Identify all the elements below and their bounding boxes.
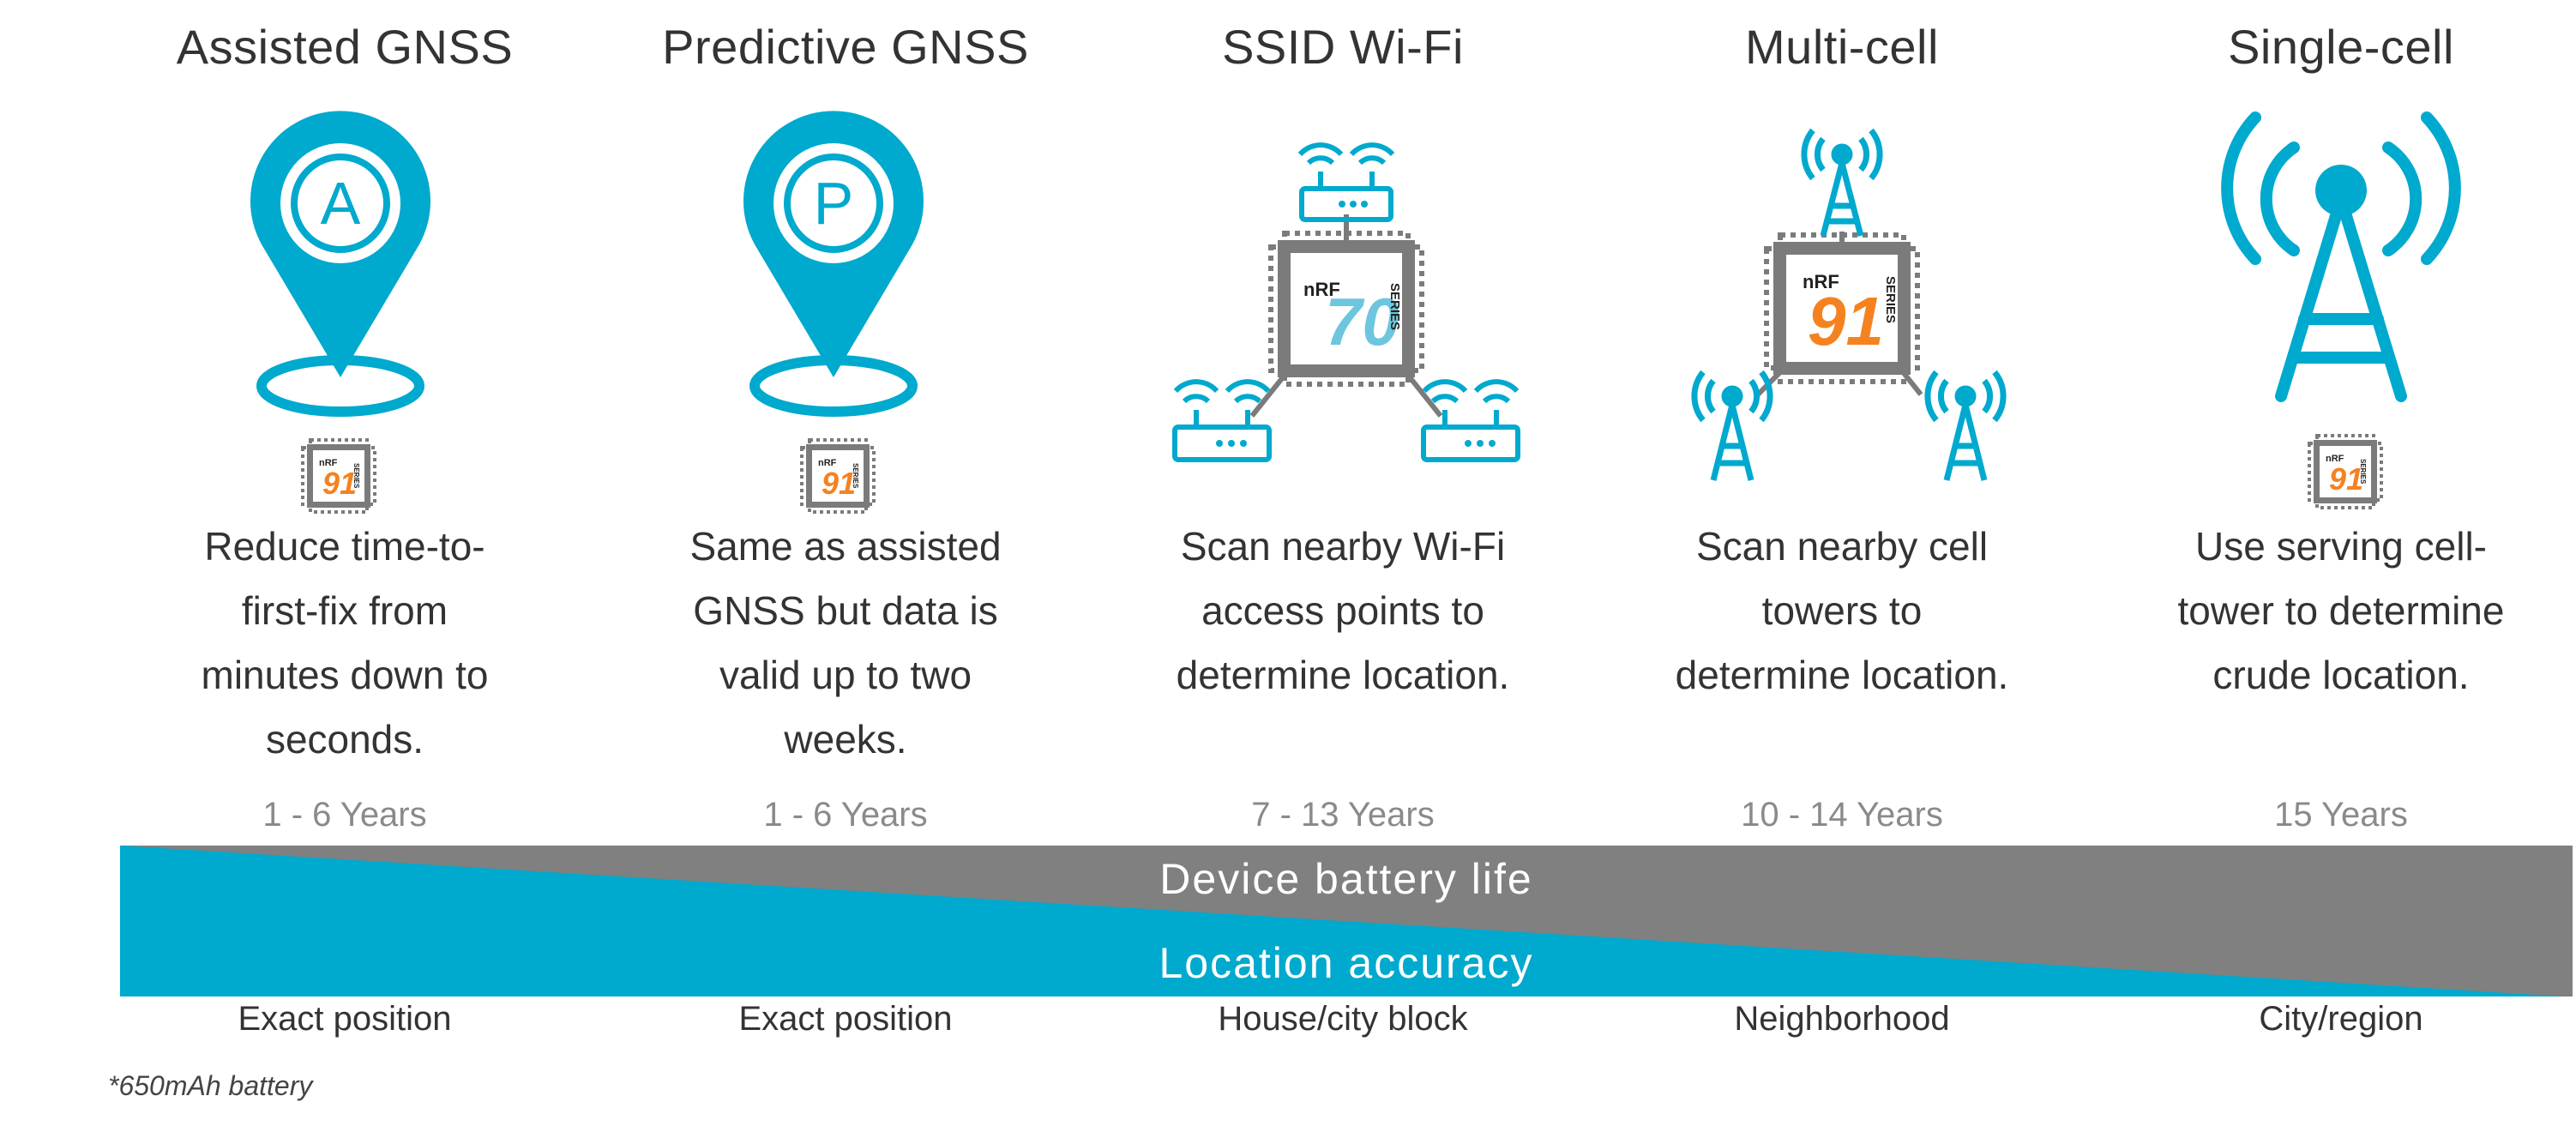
svg-text:91: 91 [822, 466, 856, 501]
battery-years-single-cell: 15 Years [2274, 796, 2408, 834]
nrf91-chip-icon: nRF 91 SERIES [1764, 232, 1920, 384]
battery-years-assisted-gnss: 1 - 6 Years [262, 796, 427, 834]
accuracy-multi-cell: Neighborhood [1734, 1000, 1950, 1038]
svg-text:SERIES: SERIES [1883, 276, 1898, 323]
svg-text:SERIES: SERIES [352, 463, 360, 489]
column-title-single-cell: Single-cell [2228, 20, 2454, 74]
pin-letter-a: A [321, 170, 361, 237]
nrf91-chip-icon: nRF 91 SERIES [800, 438, 876, 514]
svg-text:70: 70 [1325, 284, 1399, 359]
nrf91-chip-icon: nRF 91 SERIES [301, 438, 376, 514]
battery-years-ssid-wifi: 7 - 13 Years [1251, 796, 1435, 834]
svg-text:nRF: nRF [319, 458, 338, 468]
svg-text:nRF: nRF [818, 458, 837, 468]
wifi-routers-around-chip-icon: nRF 70 SERIES [1172, 142, 1520, 462]
accuracy-assisted-gnss: Exact position [238, 1000, 452, 1038]
battery-years-predictive-gnss: 1 - 6 Years [763, 796, 928, 834]
map-pin-p-icon: P [743, 111, 924, 417]
cell-towers-around-chip-icon: nRF 91 SERIES [1691, 128, 2007, 481]
accuracy-predictive-gnss: Exact position [738, 1000, 953, 1038]
column-title-multi-cell: Multi-cell [1745, 20, 1939, 74]
svg-text:91: 91 [1808, 283, 1884, 359]
cell-tower-icon [2221, 111, 2461, 402]
column-title-predictive-gnss: Predictive GNSS [662, 20, 1029, 74]
nrf91-chip-icon: nRF 91 SERIES [2308, 434, 2383, 509]
map-pin-a-icon: A [250, 111, 430, 417]
wifi-router-icon-left [1172, 379, 1272, 462]
wifi-router-icon-top [1297, 142, 1395, 222]
svg-text:91: 91 [2329, 461, 2363, 497]
location-accuracy-label: Location accuracy [1159, 939, 1534, 987]
svg-text:nRF: nRF [2326, 454, 2344, 464]
accuracy-single-cell: City/region [2259, 1000, 2423, 1038]
footnote: *650mAh battery [108, 1070, 313, 1101]
pin-letter-p: P [814, 170, 854, 237]
column-title-assisted-gnss: Assisted GNSS [176, 20, 514, 74]
column-title-ssid-wifi: SSID Wi-Fi [1222, 20, 1464, 74]
cell-tower-icon-top [1801, 128, 1883, 237]
svg-text:SERIES: SERIES [1387, 283, 1402, 330]
location-accuracy-wedge [120, 846, 2564, 997]
svg-text:SERIES: SERIES [2359, 459, 2367, 485]
battery-years-multi-cell: 10 - 14 Years [1741, 796, 1943, 834]
svg-text:nRF: nRF [1303, 279, 1340, 300]
battery-life-label: Device battery life [1159, 855, 1533, 903]
accuracy-ssid-wifi: House/city block [1218, 1000, 1468, 1038]
svg-text:nRF: nRF [1803, 271, 1839, 292]
cell-tower-icon-right [1924, 370, 2007, 481]
cell-tower-icon-left [1691, 370, 1773, 481]
svg-text:SERIES: SERIES [852, 463, 859, 489]
wifi-router-icon-right [1421, 379, 1520, 462]
svg-text:91: 91 [322, 466, 357, 501]
nrf70-chip-icon: nRF 70 SERIES [1268, 231, 1424, 387]
